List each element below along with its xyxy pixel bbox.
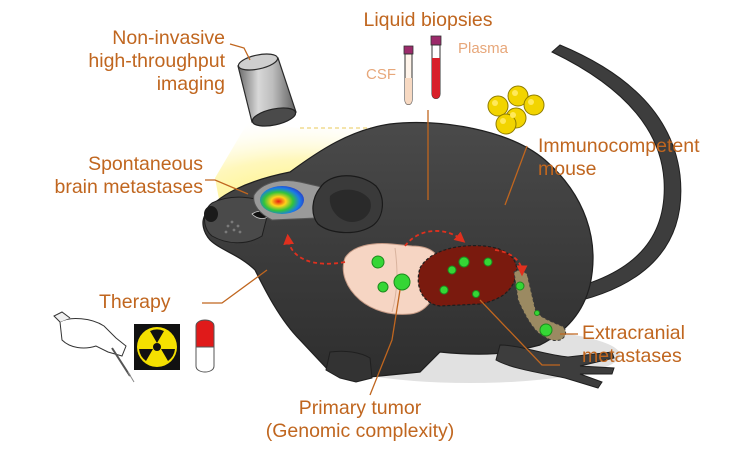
- camera-icon: [237, 51, 297, 129]
- pill-capsule-icon: [196, 320, 214, 372]
- test-tube-plasma-icon: [431, 36, 441, 99]
- extracranial-label: Extracranial metastases: [582, 322, 685, 368]
- plasma-label: Plasma: [458, 40, 508, 58]
- liquid-biopsies-label: Liquid biopsies: [348, 9, 508, 32]
- immune-cells: [488, 86, 544, 134]
- therapy-label: Therapy: [99, 291, 171, 314]
- imaging-label: Non-invasive high-throughput imaging: [76, 27, 225, 96]
- immunocompetent-label: Immunocompetent mouse: [538, 135, 700, 181]
- mouse-nose: [204, 206, 218, 222]
- brain-metastases-label: Spontaneous brain metastases: [10, 153, 203, 199]
- csf-label: CSF: [366, 66, 396, 84]
- test-tube-csf-icon: [404, 46, 413, 105]
- primary-tumor-label: Primary tumor (Genomic complexity): [250, 397, 470, 443]
- gloved-hand-syringe-icon: [54, 312, 134, 382]
- mouse-front-foot: [326, 351, 372, 382]
- brain-metastasis-signal: [260, 186, 304, 214]
- radiation-icon: [134, 324, 180, 370]
